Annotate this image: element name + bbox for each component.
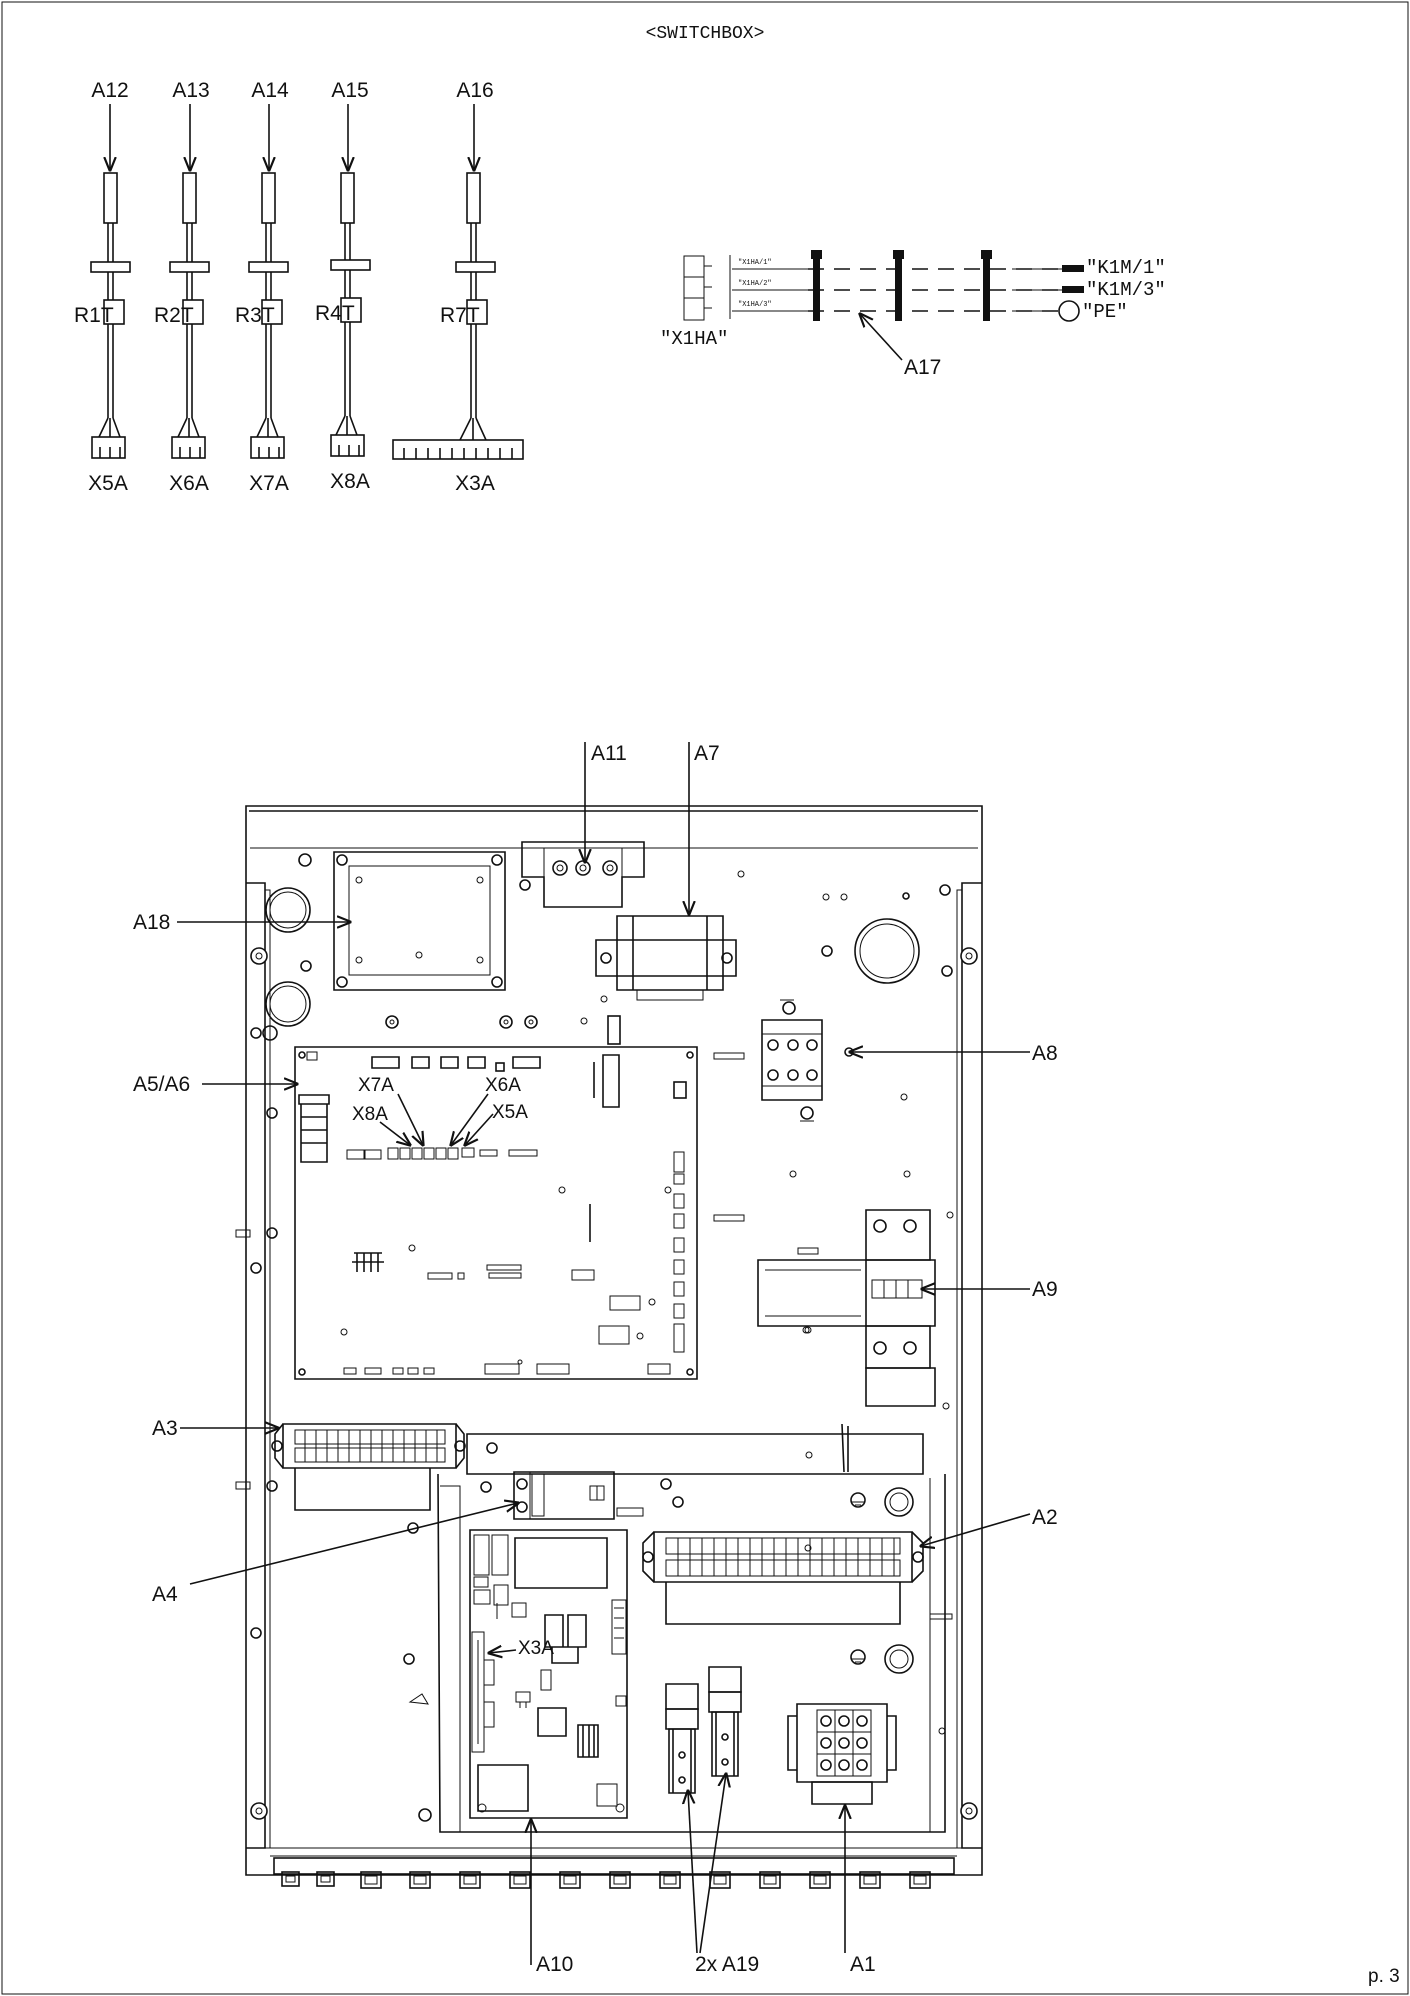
lower-mounting-plate: [403, 1423, 953, 1833]
cable-entry-rail: [273, 1857, 955, 1889]
callout-a15: A15: [331, 79, 368, 102]
callout-a8: A8: [1032, 1042, 1058, 1065]
board-connector-x5a: X5A: [492, 1102, 528, 1123]
sensor-r4t: R4T: [315, 302, 355, 325]
terminal-x1ha-label: "X1HA": [660, 328, 728, 350]
component-a18: [333, 851, 506, 991]
end-pe: "PE": [1082, 301, 1128, 323]
callout-a5-a6: A5/A6: [133, 1073, 190, 1096]
callout-a16: A16: [456, 79, 493, 102]
end-k1m-1: "K1M/1": [1086, 257, 1166, 279]
board-connector-x6a: X6A: [485, 1075, 521, 1096]
sensor-r3t: R3T: [235, 304, 275, 327]
component-a8-relay: [761, 999, 854, 1122]
wire-label-1: "X1HA/1": [738, 259, 772, 267]
connector-x8a: X8A: [330, 470, 370, 493]
callout-a9: A9: [1032, 1278, 1058, 1301]
callout-a1: A1: [850, 1953, 876, 1976]
callout-a11: A11: [591, 742, 627, 765]
callout-a7: A7: [694, 742, 720, 765]
callout-a3: A3: [152, 1417, 178, 1440]
sensor-r7t: R7T: [440, 304, 480, 327]
component-a1-terminal: [787, 1703, 897, 1805]
component-a11: [521, 841, 645, 908]
callout-a14: A14: [251, 79, 289, 102]
harness-r1t: A12 R1T X5A: [74, 79, 131, 495]
callout-a2: A2: [1032, 1506, 1058, 1529]
component-a19-fuses: [665, 1666, 742, 1794]
connector-x6a: X6A: [169, 472, 209, 495]
wire-label-3: "X1HA/3": [738, 301, 772, 309]
callout-a4: A4: [152, 1583, 178, 1606]
callouts: A11 A7 A18 A8 A5/A6 X7A X6A X8A X5A A9 A…: [133, 742, 1058, 1976]
board-connector-x7a: X7A: [358, 1075, 394, 1096]
component-a7-transformer: [595, 915, 737, 1001]
connector-x3a: X3A: [455, 472, 495, 495]
connector-x5a: X5A: [88, 472, 128, 495]
diagram-title: <SWITCHBOX>: [646, 24, 765, 44]
pe-ring-terminal: [1058, 300, 1080, 322]
component-a4: [513, 1471, 644, 1520]
sensor-r2t: R2T: [154, 304, 194, 327]
harness-r4t: A15 R4T X8A: [315, 79, 371, 493]
x1ha-terminal: [683, 255, 705, 321]
wire-label-2: "X1HA/2": [738, 280, 772, 288]
sensor-r1t: R1T: [74, 304, 114, 327]
end-k1m-3: "K1M/3": [1086, 279, 1166, 301]
callout-2x-a19: 2x A19: [695, 1953, 759, 1976]
callout-a12: A12: [91, 79, 128, 102]
board-connector-x8a: X8A: [352, 1104, 388, 1125]
component-a10-board: X3A: [469, 1529, 628, 1819]
harness-r3t: A14 R3T X7A: [235, 79, 289, 495]
harness-r7t: A16 R7T X3A: [392, 79, 524, 495]
component-a3-terminal: [271, 1423, 466, 1511]
cable-detail-a17: "X1HA/1" "X1HA/2" "X1HA/3" "K1M/1" "K1M/…: [660, 250, 1166, 379]
callout-a18: A18: [133, 911, 170, 934]
callout-a13: A13: [172, 79, 209, 102]
component-a2-terminal-strip: [642, 1531, 924, 1625]
component-a5-a6-pcb: [294, 1046, 698, 1380]
sensor-harnesses: A12 R1T X5A A13 R2T: [74, 79, 524, 495]
component-a9-breaker: [757, 1209, 936, 1407]
connector-x7a: X7A: [249, 472, 289, 495]
harness-r2t: A13 R2T X6A: [154, 79, 210, 495]
cable-tie: [983, 255, 990, 321]
board-connector-x3a: X3A: [518, 1638, 554, 1659]
callout-a10: A10: [536, 1953, 573, 1976]
switchbox-body: X3A: [235, 805, 983, 1889]
callout-a17: A17: [904, 356, 941, 379]
page-number: p. 3: [1368, 1966, 1400, 1987]
cable-tie: [813, 255, 820, 321]
cable-tie: [895, 255, 902, 321]
